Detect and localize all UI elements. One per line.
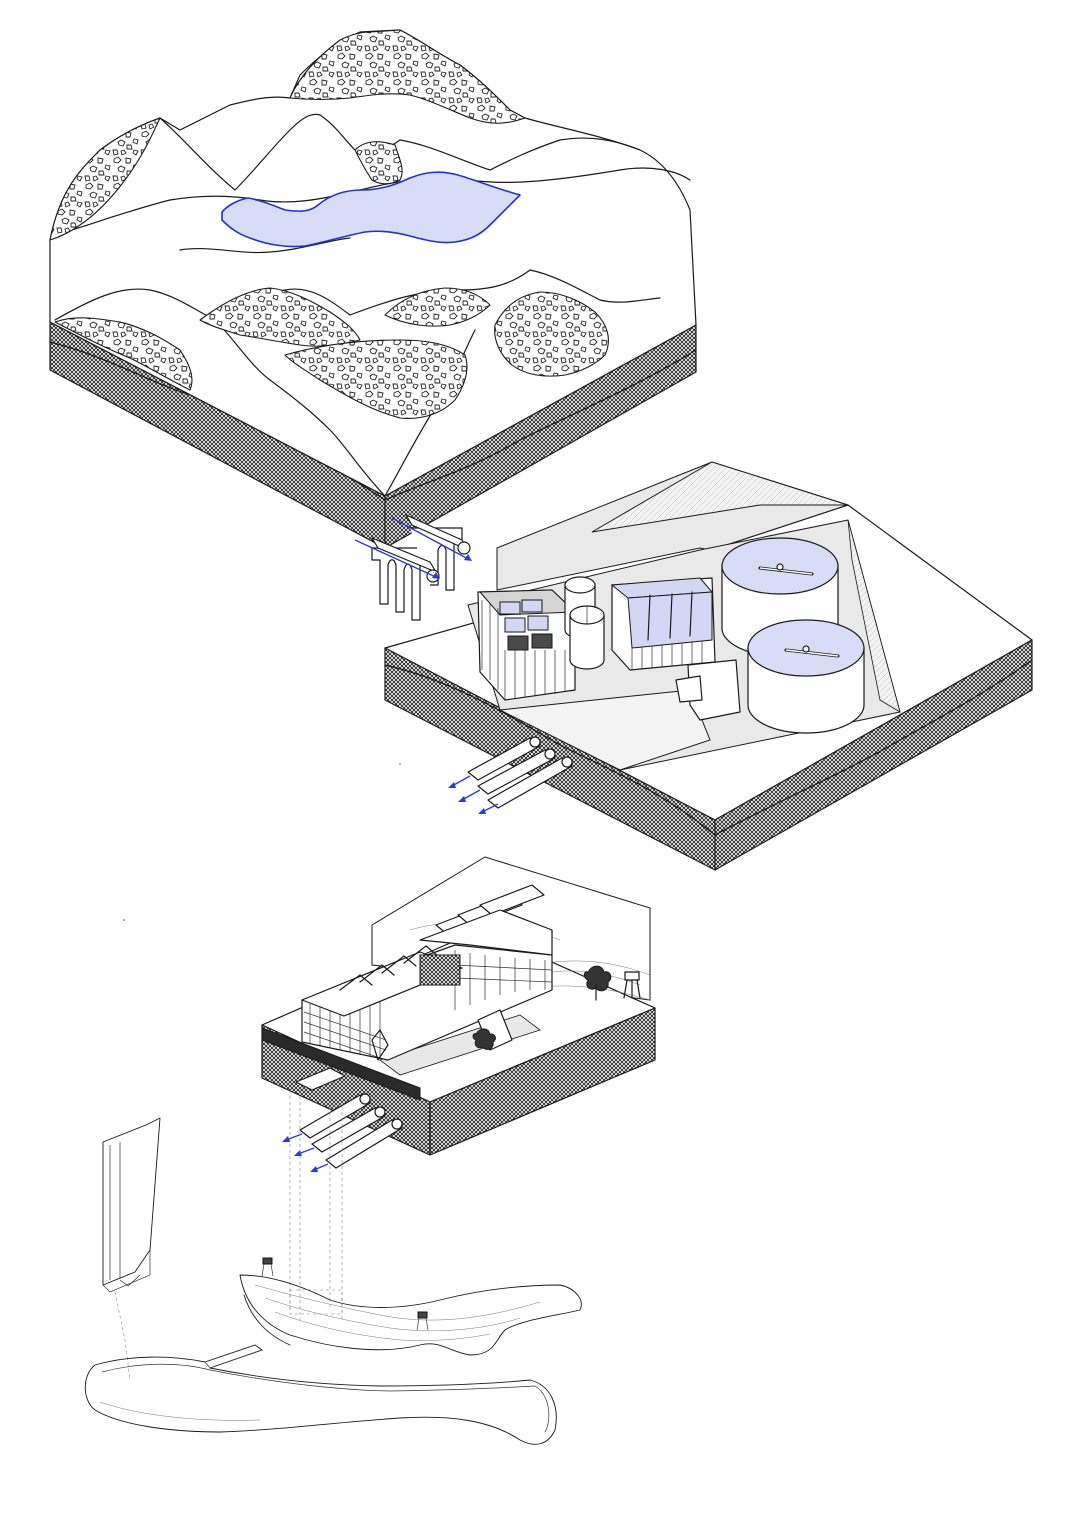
aqueduct-channel-rear-end (457, 541, 471, 555)
river-embankment (239, 1274, 582, 1356)
courtyard-lattice (419, 954, 461, 986)
building-soil-section-right (429, 1007, 656, 1156)
aqueduct-viaduct (371, 547, 431, 621)
river-contour-2 (264, 1297, 521, 1332)
rock-outcrop-right (494, 291, 609, 377)
rock-outcrop-mid (354, 141, 403, 185)
stray-mark-1 (399, 763, 401, 765)
rock-outcrop-lower-left (54, 317, 193, 391)
river-inner-edge (101, 1363, 550, 1433)
ridge-line-3 (399, 137, 641, 171)
filter-building (477, 589, 576, 701)
rock-outcrop-lower-center (284, 339, 468, 419)
rock-outcrop-lower-mid (199, 287, 361, 347)
treatment-plant-block (384, 461, 1033, 871)
river-edge (243, 1294, 291, 1346)
lookout-tower-1 (623, 971, 641, 999)
settling-basins (610, 577, 716, 671)
silo-1 (564, 576, 596, 594)
lookout-tower-3 (416, 1311, 429, 1331)
filter-cell-4 (527, 615, 549, 631)
storage-silos (564, 576, 605, 670)
building-outlet-pipes (299, 1093, 403, 1169)
aqueduct-flow-arrow-1 (354, 539, 440, 579)
tree-1 (583, 965, 612, 1001)
pump-house-annex (675, 675, 703, 703)
rock-outcrop-left (49, 117, 161, 241)
ridge-line-6 (214, 319, 386, 497)
lookout-tower-2 (261, 1257, 274, 1277)
rock-outcrop-top (289, 29, 526, 124)
industrial-building (301, 884, 553, 1061)
projection-lines (289, 1090, 343, 1320)
industrial-building-block (261, 856, 656, 1172)
rock-outcrop-center-right (384, 287, 491, 327)
aqueduct-flow-arrow-2 (391, 517, 472, 561)
plant-soil-line-right (714, 659, 1033, 836)
building-flow-arrow-1 (282, 1133, 303, 1142)
soil-top-line-right (384, 349, 697, 501)
plant-flow-arrow-1 (448, 775, 471, 788)
mountain-reservoir-block (49, 29, 697, 549)
building-basement-section (261, 1027, 421, 1101)
plant-courtyard-slope (847, 519, 901, 713)
building-flow-arrow-3 (310, 1163, 329, 1172)
river-channel (84, 1344, 557, 1445)
filter-cell-2 (521, 599, 543, 613)
river-jetty (204, 1344, 263, 1369)
plant-soil-line-left (384, 664, 716, 836)
mountain-lake (221, 171, 521, 248)
riverbank-plan (84, 1117, 582, 1445)
plant-flow-arrow-2 (458, 789, 481, 802)
clarifier-tank-2 (747, 619, 865, 734)
filter-cell-1 (499, 601, 521, 615)
filter-cell-5 (507, 635, 529, 651)
plant-flow-arrow-3 (478, 803, 499, 814)
stray-mark-2 (123, 919, 125, 921)
aqueduct (354, 514, 472, 621)
building-flow-arrow-2 (294, 1147, 315, 1156)
building-footprint (289, 1289, 343, 1315)
filter-cell-6 (531, 633, 553, 649)
slab-projection-line (114, 1291, 131, 1381)
ridge-line-8 (179, 237, 351, 254)
sawtooth-roof (301, 884, 553, 1017)
building-entrance-bridge (295, 1067, 346, 1091)
plant-outlet-pipes (467, 736, 573, 809)
river-contour-1 (254, 1284, 541, 1321)
plant-ramp (498, 689, 711, 771)
river-building-slab (102, 1117, 161, 1293)
river-contour-3 (274, 1311, 491, 1341)
filter-cell-3 (504, 617, 526, 633)
facade-ornament (371, 1029, 389, 1061)
river-contour-4 (99, 1401, 261, 1421)
tree-2 (472, 1028, 496, 1050)
